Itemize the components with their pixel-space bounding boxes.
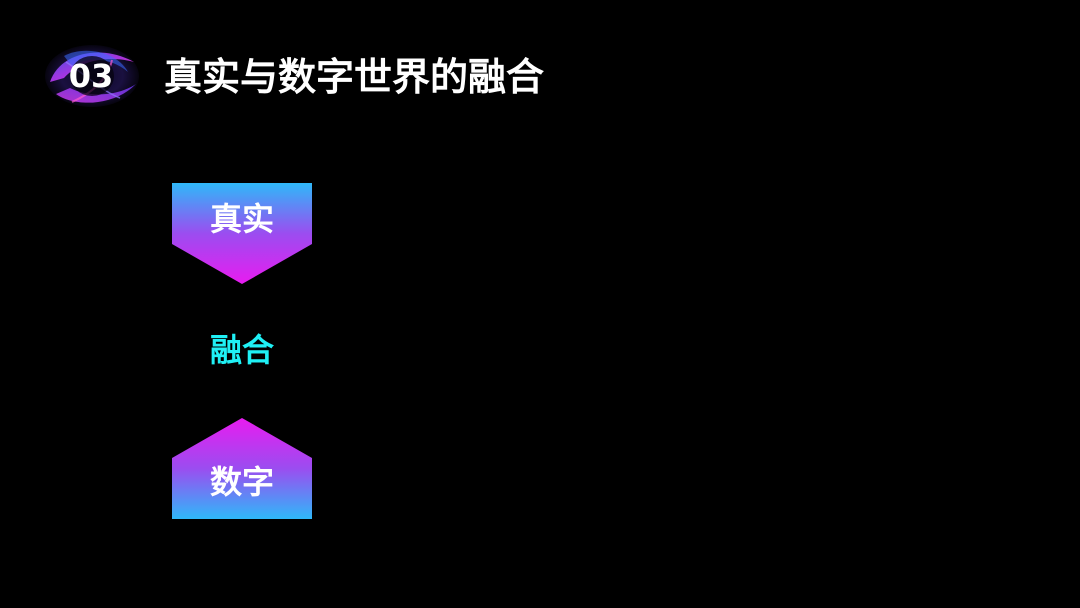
section-number: 03	[68, 57, 114, 95]
real-pentagon-shape: 真实	[172, 183, 312, 284]
fusion-label: 融合	[209, 331, 274, 369]
page-title: 真实与数字世界的融合	[164, 55, 545, 99]
down-pentagon-icon	[172, 183, 312, 284]
up-pentagon-icon	[172, 418, 312, 519]
section-badge: 03	[42, 42, 142, 110]
real-label: 真实	[209, 200, 274, 238]
digital-label: 数字	[209, 463, 274, 501]
digital-pentagon-shape: 数字	[172, 418, 312, 519]
swirl-badge-icon	[45, 45, 139, 107]
